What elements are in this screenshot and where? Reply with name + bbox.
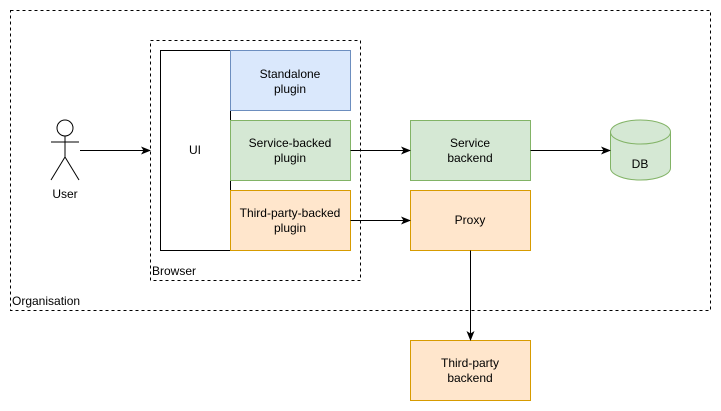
proxy-label: Proxy <box>455 213 486 227</box>
ui-box <box>160 50 231 251</box>
organisation-label: Organisation <box>12 294 80 308</box>
service-backend-label-line1: Service <box>450 136 490 150</box>
service-backend-label-line2: backend <box>447 151 492 165</box>
third-party-backend-box <box>410 340 531 401</box>
third-party-backed-plugin-box <box>230 190 351 251</box>
third-party-backed-plugin-label-line2: plugin <box>274 221 306 235</box>
service-backend-box <box>410 120 531 181</box>
organisation-boundary <box>10 10 711 311</box>
third-party-backend-label-line2: backend <box>447 371 492 385</box>
user-label: User <box>52 187 77 201</box>
service-backed-plugin-label-line1: Service-backed <box>249 136 332 150</box>
standalone-plugin-label-line2: plugin <box>274 82 306 96</box>
standalone-plugin-box <box>230 50 351 111</box>
service-backed-plugin-label-line2: plugin <box>274 151 306 165</box>
db-cylinder-icon <box>610 119 671 181</box>
third-party-backend-label-line1: Third-party <box>441 356 499 370</box>
user-actor-icon <box>50 119 80 181</box>
ui-label: UI <box>189 143 201 157</box>
browser-boundary <box>150 40 361 281</box>
standalone-plugin-label-line1: Standalone <box>260 67 321 81</box>
third-party-backed-plugin-label-line1: Third-party-backed <box>240 206 341 220</box>
service-backed-plugin-box <box>230 120 351 181</box>
browser-label: Browser <box>152 264 196 278</box>
db-label: DB <box>632 157 649 171</box>
